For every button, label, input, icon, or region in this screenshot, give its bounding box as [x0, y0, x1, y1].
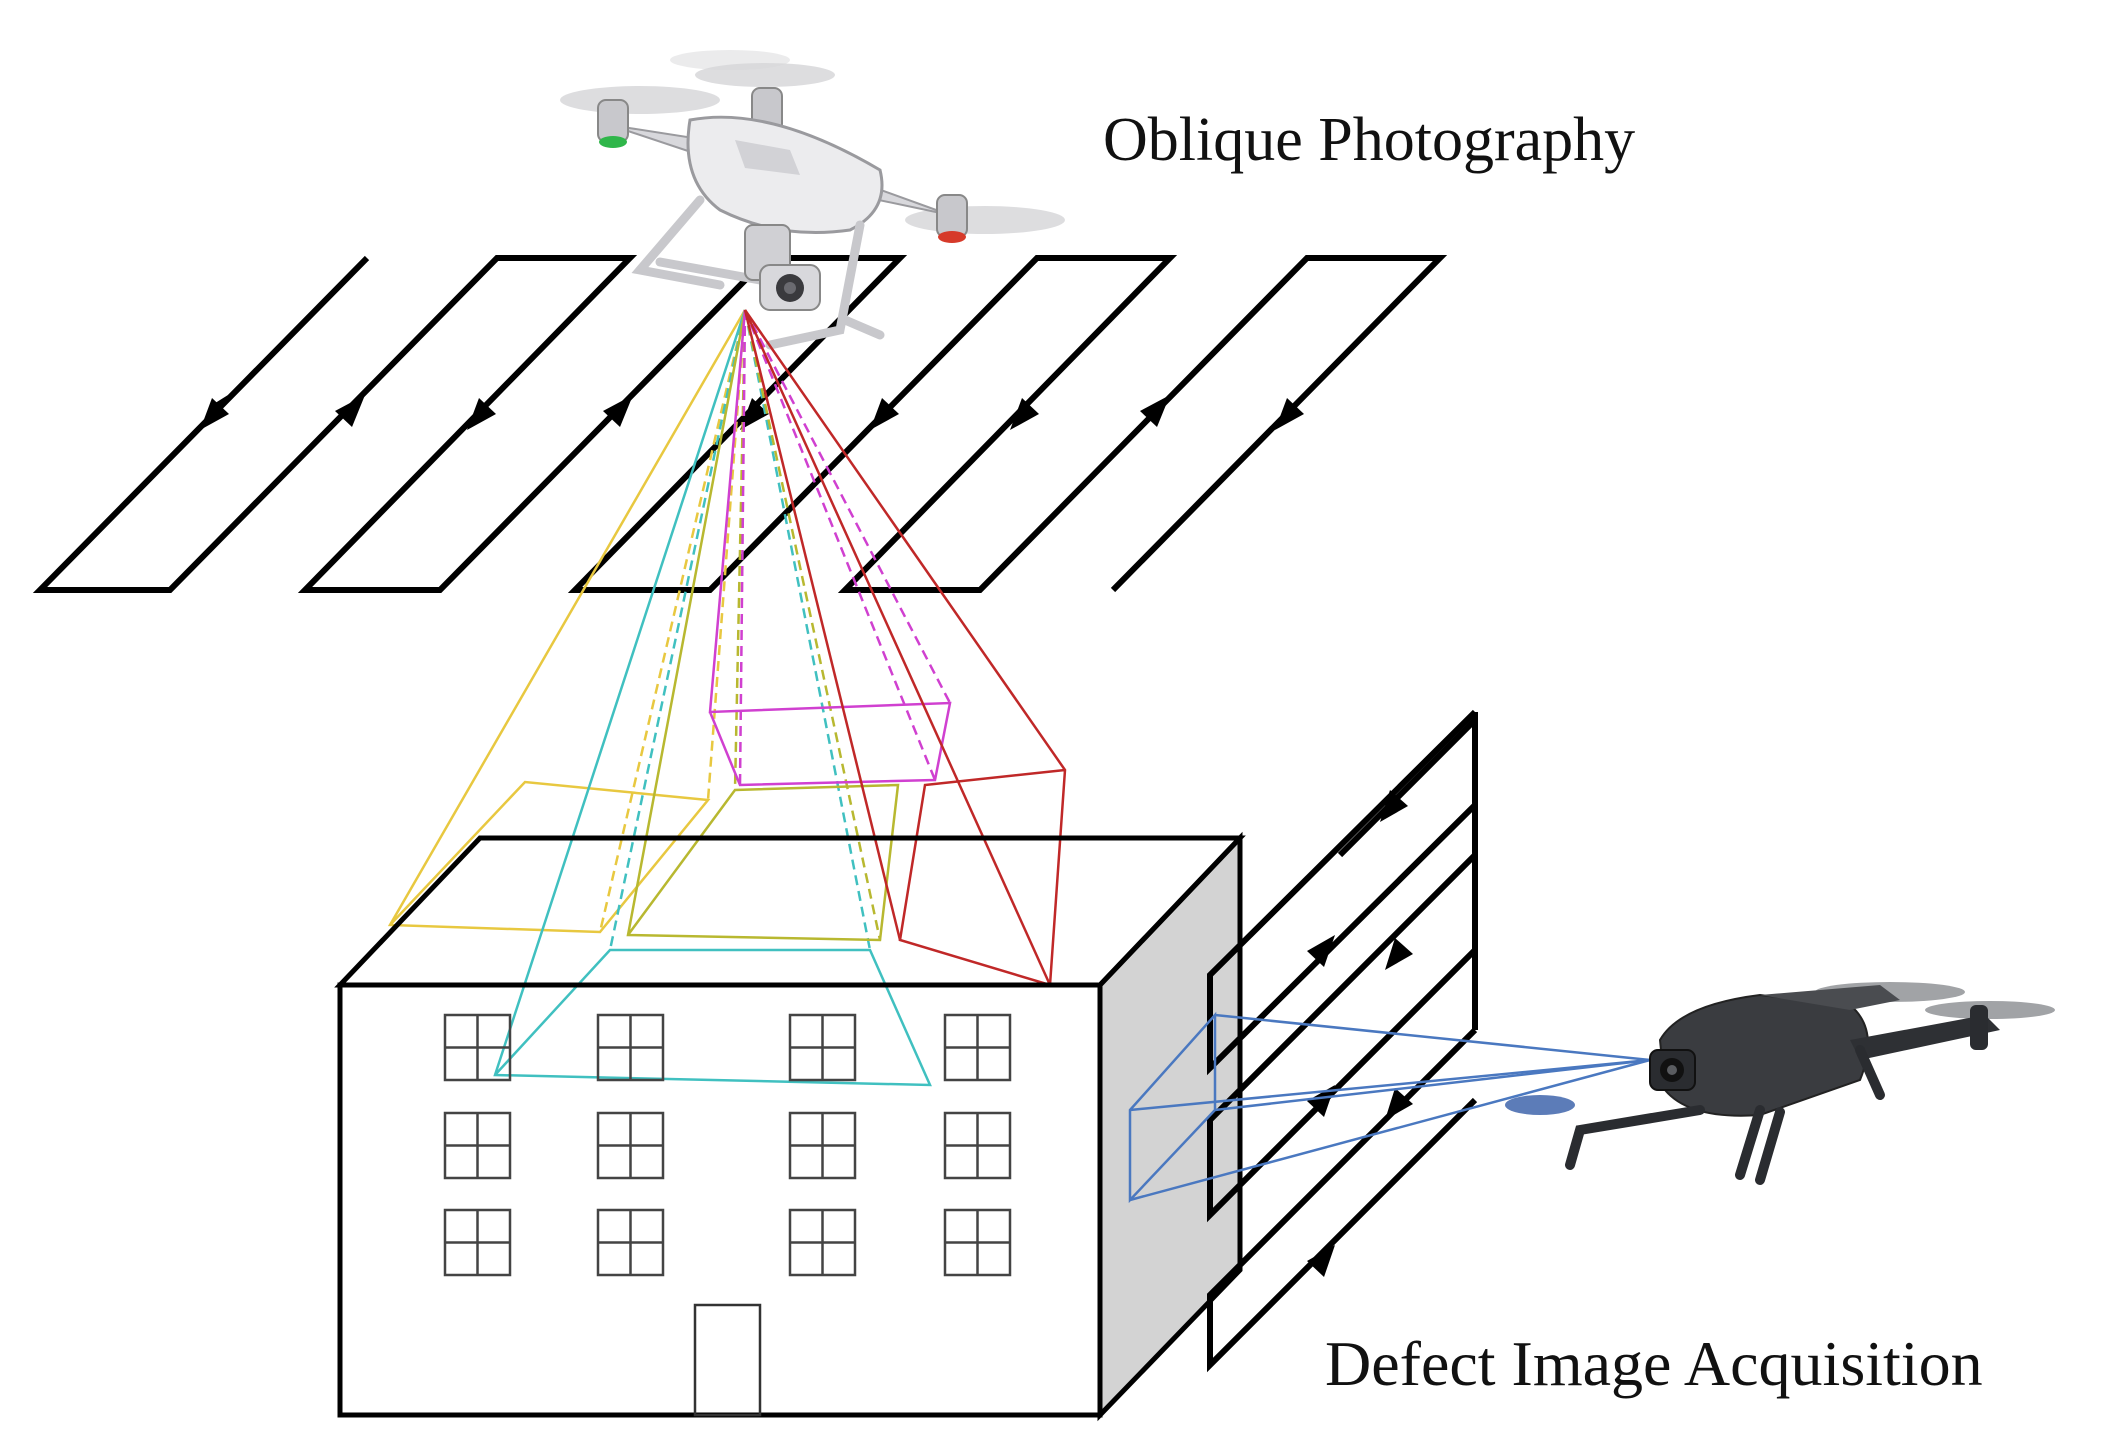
- window: [943, 1111, 1012, 1180]
- building-door: [693, 1303, 762, 1417]
- window: [596, 1208, 665, 1277]
- camera-cones: [387, 309, 1067, 1087]
- arrow-up-icon: [335, 395, 365, 427]
- arrow-down-icon: [740, 398, 769, 430]
- arrow-up-icon: [1140, 395, 1170, 427]
- cone-blue: [1128, 1011, 1651, 1204]
- window: [443, 1013, 512, 1082]
- arrow-down-icon: [1385, 1088, 1413, 1120]
- side-drone-icon: [1505, 982, 2055, 1185]
- window: [788, 1013, 857, 1082]
- arrow-up-icon: [1307, 1085, 1335, 1117]
- arrow-down-icon: [1275, 398, 1304, 430]
- window: [943, 1013, 1012, 1082]
- arrow-down-icon: [1380, 790, 1408, 822]
- building: [334, 831, 1246, 1422]
- arrow-down-icon: [200, 398, 229, 430]
- building-side: [1097, 831, 1243, 1422]
- window: [943, 1208, 1012, 1277]
- building-windows: [443, 1013, 1012, 1277]
- arrow-down-icon: [1010, 398, 1039, 430]
- cone-cyan: [493, 309, 932, 1087]
- arrow-up-icon: [603, 395, 633, 427]
- arrow-down-icon: [1385, 938, 1413, 970]
- top-drone-icon: [560, 50, 1065, 350]
- window: [443, 1208, 512, 1277]
- side-path-direction-arrows: [1307, 790, 1413, 1277]
- arrow-up-icon: [1307, 935, 1335, 967]
- arrow-up-icon: [1307, 1245, 1335, 1277]
- window: [788, 1111, 857, 1180]
- building-front: [337, 982, 1103, 1418]
- window: [596, 1013, 665, 1082]
- top-path-direction-arrows: [200, 395, 1304, 430]
- defect-image-acquisition-label: Defect Image Acquisition: [1325, 1328, 1983, 1399]
- arrow-down-icon: [467, 398, 496, 430]
- cone-red: [743, 309, 1067, 987]
- arrow-down-icon: [870, 398, 899, 430]
- oblique-photography-label: Oblique Photography: [1103, 106, 1635, 174]
- window: [788, 1208, 857, 1277]
- building-roof: [334, 835, 1246, 988]
- cone-magenta: [708, 309, 952, 787]
- window: [596, 1111, 665, 1180]
- window: [443, 1111, 512, 1180]
